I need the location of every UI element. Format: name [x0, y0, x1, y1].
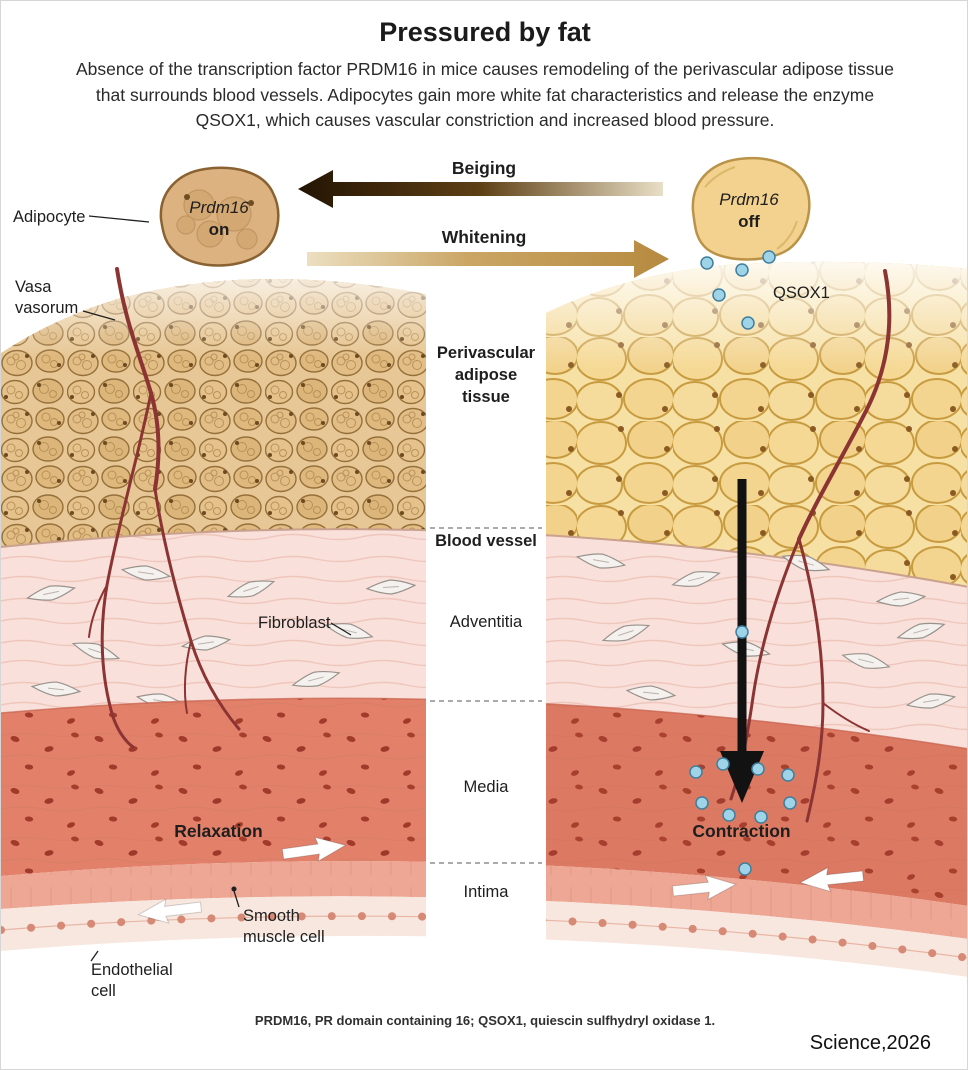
vasa-vasorum-label: Vasa vasorum — [15, 278, 79, 318]
adipocyte-prdm16-off — [691, 156, 811, 261]
adipocyte-prdm16-on — [159, 166, 280, 267]
qsox1-label: QSOX1 — [773, 284, 830, 302]
layer-boundary-dashes — [430, 527, 542, 864]
relaxation-label: Relaxation — [174, 821, 263, 841]
fibroblast-label: Fibroblast — [258, 614, 331, 632]
subtitle: Absence of the transcription factor PRDM… — [75, 59, 895, 131]
qsox1-release-arrow — [720, 479, 764, 803]
adventitia-label: Adventitia — [449, 613, 523, 631]
contraction-label: Contraction — [692, 821, 791, 841]
beiging-label: Beiging — [451, 158, 517, 178]
intima-label: Intima — [463, 883, 509, 901]
perivascular-adipose-tissue-label: Perivascular adipose tissue — [436, 344, 536, 406]
beiging-arrow — [298, 170, 663, 208]
qsox1-molecules — [689, 250, 797, 876]
label-column — [426, 251, 546, 951]
source-credit: Science,2026 — [809, 1032, 931, 1054]
adipocyte-label: Adipocyte — [13, 208, 86, 226]
right-adipocyte-state: off — [738, 212, 760, 231]
endothelial-cell-label: Endothelial cell — [91, 961, 173, 1001]
page-title: Pressured by fat — [379, 17, 591, 47]
pointer-lines — [82, 215, 352, 962]
blood-vessel-label: Blood vessel — [435, 532, 537, 550]
media-label: Media — [463, 778, 509, 796]
white-fat-tissue — [546, 261, 967, 587]
left-adipocyte-state: on — [208, 220, 230, 239]
smooth-muscle-pointer-dot — [231, 886, 237, 892]
whitening-label: Whitening — [441, 227, 527, 247]
vasa-vasorum-left — [88, 267, 241, 749]
whitening-arrow — [307, 240, 669, 278]
left-adipocyte-gene: Prdm16 — [189, 198, 249, 217]
smooth-muscle-cell-label: Smooth muscle cell — [243, 907, 325, 947]
abbreviation-footnote: PRDM16, PR domain containing 16; QSOX1, … — [254, 1013, 716, 1028]
right-adipocyte-gene: Prdm16 — [719, 190, 779, 209]
